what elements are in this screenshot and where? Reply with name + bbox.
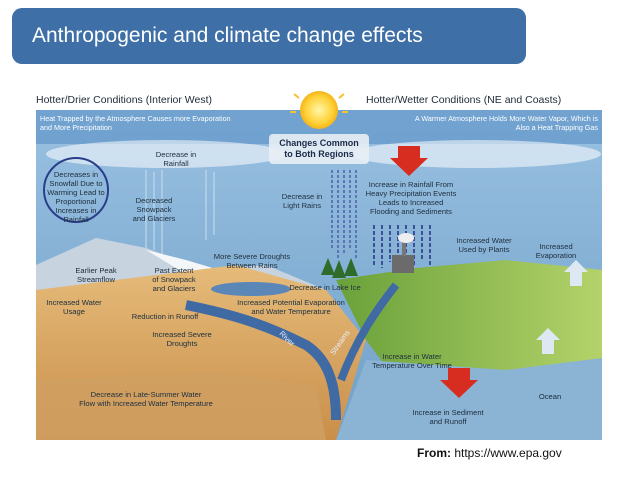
rain-center	[331, 170, 357, 260]
streams-path	[337, 282, 400, 382]
header-right: Hotter/Wetter Conditions (NE and Coasts)	[366, 94, 562, 106]
dry-basin	[36, 372, 326, 440]
lake	[211, 282, 291, 296]
label-runoff-reduction: Reduction in Runoff	[131, 312, 199, 321]
ocean-area	[336, 358, 602, 440]
source-credit: From: https://www.epa.gov	[417, 446, 562, 460]
title-banner: Anthropogenic and climate change effects	[12, 8, 526, 64]
rain-left	[145, 170, 215, 260]
vapor-arrows	[536, 260, 588, 354]
label-ocean: Ocean	[538, 392, 562, 401]
river-path	[185, 300, 341, 421]
source-url[interactable]: https://www.epa.gov	[454, 446, 562, 460]
trees	[321, 258, 358, 278]
snow-cycle-icon	[43, 157, 109, 223]
cloud-right	[351, 140, 601, 168]
climate-diagram: Hotter/Drier Conditions (Interior West) …	[36, 90, 602, 440]
wet-land	[336, 260, 602, 380]
snowpack	[146, 250, 226, 274]
red-arrows	[390, 146, 478, 398]
sub-left: Heat Trapped by the Atmosphere Causes mo…	[40, 114, 231, 132]
sun-icon	[290, 91, 348, 129]
source-label: From:	[417, 446, 451, 460]
diagram-illustration	[36, 90, 602, 440]
red-arrow-sediment	[440, 368, 478, 398]
label-lake-ice: Decrease in Lake Ice	[289, 283, 361, 292]
cloud-left	[46, 140, 286, 168]
sub-right: A Warmer Atmosphere Holds More Water Vap…	[414, 114, 598, 132]
center-label-bg	[269, 134, 369, 164]
header-left: Hotter/Drier Conditions (Interior West)	[36, 94, 213, 106]
page-title: Anthropogenic and climate change effects	[32, 24, 423, 47]
red-arrow-rain	[390, 146, 428, 176]
factory-icon	[392, 233, 414, 273]
